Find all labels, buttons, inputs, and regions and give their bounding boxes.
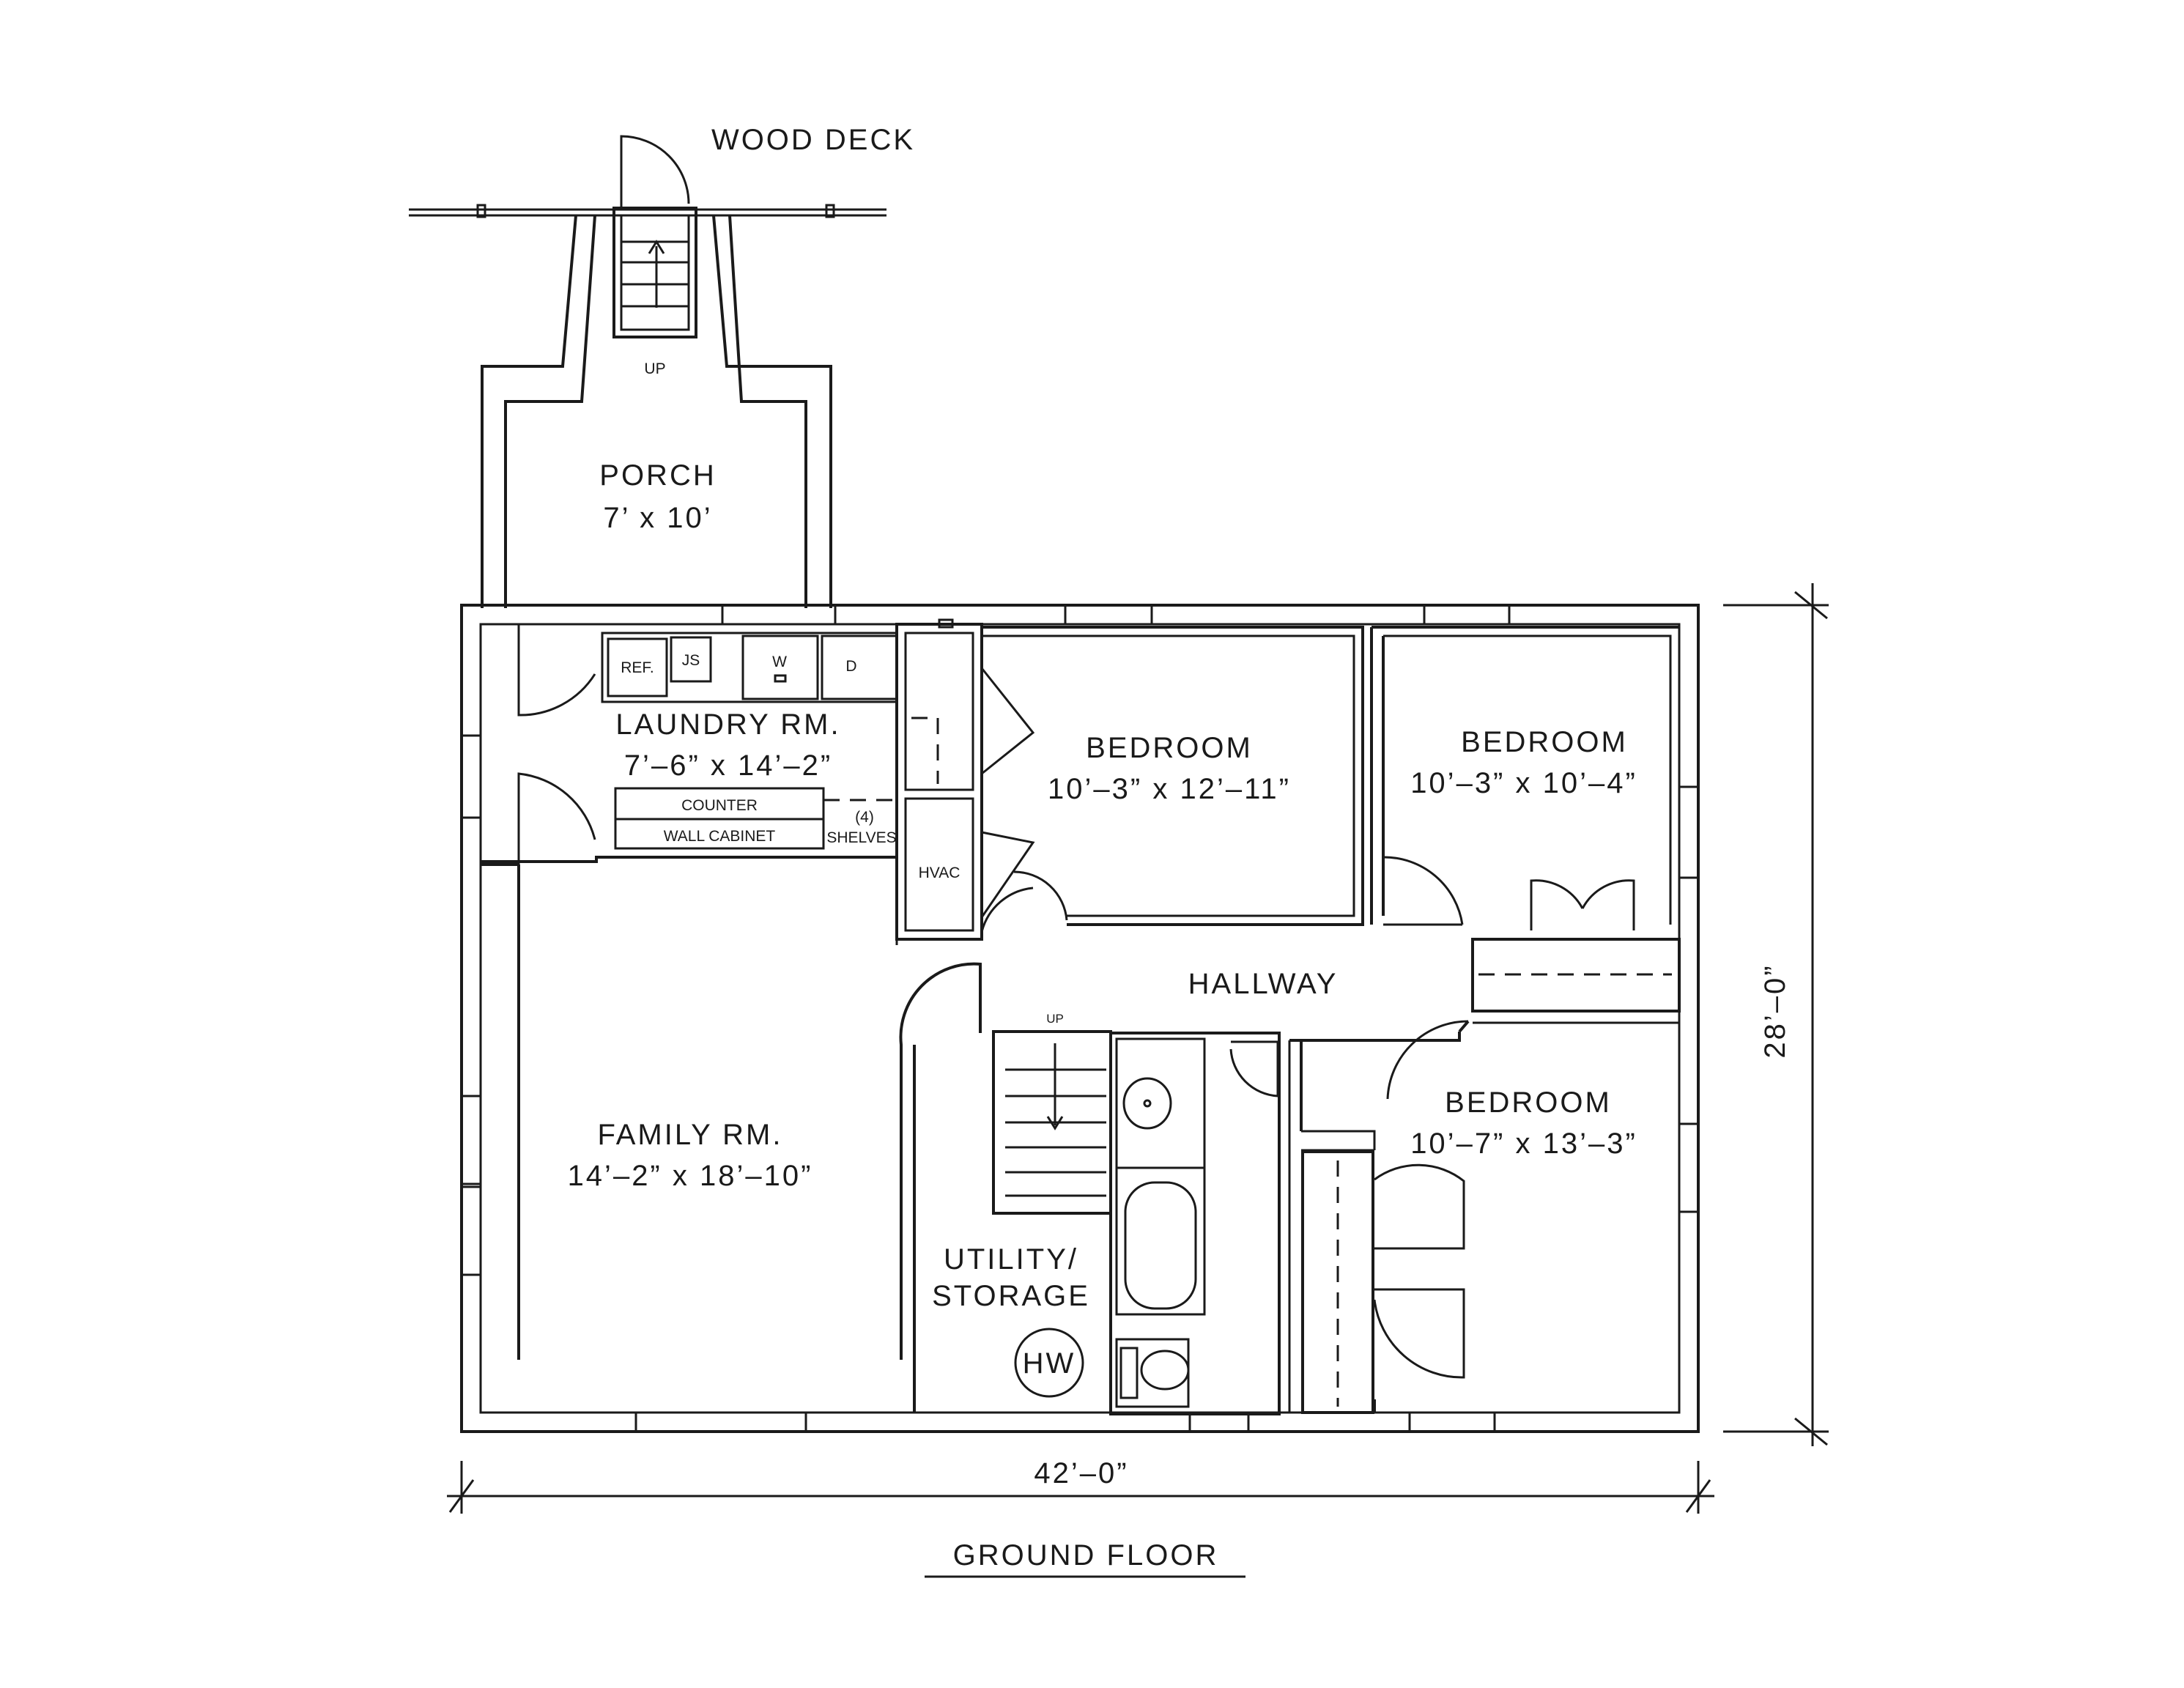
porch-up-label: UP bbox=[644, 360, 665, 377]
laundry-title: LAUNDRY RM. bbox=[615, 708, 840, 741]
porch-title: PORCH bbox=[599, 459, 716, 492]
porch-dimensions: 7’ x 10’ bbox=[603, 502, 712, 534]
center-core bbox=[895, 939, 1281, 1415]
water-heater-label: HW bbox=[1023, 1347, 1076, 1380]
washer-label: W bbox=[772, 654, 787, 670]
bedroom-3-title: BEDROOM bbox=[1445, 1087, 1612, 1119]
js-label: JS bbox=[682, 652, 700, 669]
width-dimension bbox=[447, 1461, 1714, 1514]
stair-up-label: UP bbox=[1046, 1012, 1064, 1026]
depth-dimension-label: 28’–0” bbox=[1759, 963, 1791, 1058]
wall-cabinet-label: WALL CABINET bbox=[664, 828, 776, 845]
depth-dimension bbox=[1723, 583, 1829, 1446]
utility-label: UTILITY/ bbox=[944, 1243, 1078, 1276]
dryer-label: D bbox=[845, 658, 856, 675]
bedroom-2-dimensions: 10’–3” x 10’–4” bbox=[1410, 767, 1637, 799]
width-dimension-label: 42’–0” bbox=[1034, 1457, 1128, 1489]
bedroom-top-walls bbox=[982, 626, 1681, 1013]
hallway-label: HALLWAY bbox=[1188, 968, 1339, 1000]
family-room-title: FAMILY RM. bbox=[597, 1119, 782, 1151]
shelves-label: SHELVES bbox=[826, 829, 896, 846]
bedroom-1-title: BEDROOM bbox=[1086, 732, 1253, 764]
exterior-walls bbox=[460, 604, 1700, 1433]
closet-hvac bbox=[895, 618, 1035, 941]
counter-label: COUNTER bbox=[681, 797, 758, 814]
family-room-dimensions: 14’–2” x 18’–10” bbox=[568, 1160, 813, 1192]
bedroom-3-dimensions: 10’–7” x 13’–3” bbox=[1410, 1128, 1637, 1160]
hvac-label: HVAC bbox=[919, 865, 960, 881]
wood-deck-label: WOOD DECK bbox=[711, 124, 915, 156]
refrigerator-label: REF. bbox=[621, 659, 654, 676]
porch-walls bbox=[481, 215, 832, 608]
porch-stairs bbox=[612, 135, 697, 338]
storage-label: STORAGE bbox=[932, 1280, 1090, 1312]
bedroom-1-dimensions: 10’–3” x 12’–11” bbox=[1048, 773, 1291, 805]
bedroom-2-title: BEDROOM bbox=[1461, 726, 1628, 758]
laundry-dimensions: 7’–6” x 14’–2” bbox=[624, 749, 832, 782]
shelves-count-label: (4) bbox=[855, 809, 874, 826]
laundry-room bbox=[481, 624, 898, 1360]
floor-title: GROUND FLOOR bbox=[953, 1539, 1219, 1572]
bedroom-bottom-walls bbox=[1288, 1020, 1679, 1414]
